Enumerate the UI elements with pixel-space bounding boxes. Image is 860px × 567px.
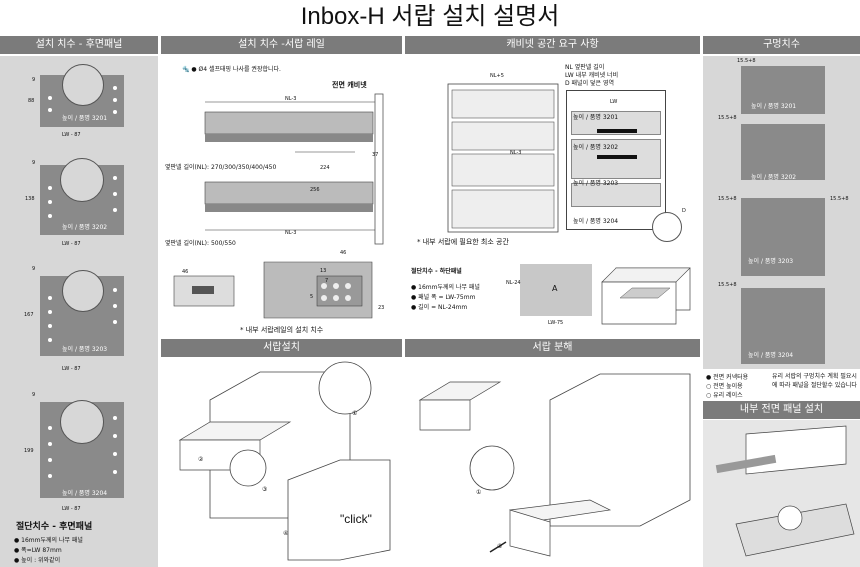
cabinet-label-2: 높이 / 품명 3202 [573,144,619,151]
cabinet-dim-nl: NL-3 [510,150,522,156]
install-step-2: ② [198,456,204,463]
holes-card-3 [741,198,825,276]
card-offset: 9 [32,160,36,166]
rail-dim-7: 7 [325,278,329,284]
holes-dim-3b: 15.5+8 [830,196,849,202]
card-offset: 9 [32,77,36,83]
cabinet-caption: * 내부 서랍에 필요한 최소 공간 [417,238,509,246]
holes-dim-4: 15.5+8 [718,282,737,288]
cabinet-front-diagram [447,83,559,233]
rail-dim-46b: 46 [182,269,189,275]
front-cabinet-label: 전면 캐비넷 [332,81,367,89]
card-width: LW - 87 [62,241,81,247]
bottom-panel-item-3: ● 길이 = NL-24mm [411,304,468,311]
header-back-panel: 설치 치수 - 후면패널 [0,36,158,54]
bottom-panel-title: 절단치수 - 하단패널 [411,268,462,275]
header-cabinet: 캐비넷 공간 요구 사항 [405,36,700,54]
rail-dim-nl: NL-3 [285,96,297,102]
holes-card-1 [741,66,825,114]
install-step-1: ① [352,410,358,417]
cabinet-detail-circle [652,212,682,242]
card-width: LW - 87 [62,506,81,512]
rail-dim-23: 23 [378,305,385,311]
drawer-remove-diagram [418,373,691,557]
back-panel-item-1: ● 16mm두께의 나무 패널 [14,537,83,544]
holes-label-3: 높이 / 품명 3203 [748,258,794,265]
page-title: Inbox-H 서랍 설치 설명서 [300,3,560,30]
back-panel-item-2: ● 폭=LW 87mm [14,547,62,554]
header-rail: 설치 치수 -서랍 레일 [161,36,402,54]
holes-label-4: 높이 / 품명 3204 [748,352,794,359]
holes-legend-2: ○ 전면 높이용 [706,383,743,390]
card-label: 높이 / 품명 3202 [62,224,108,231]
rail-dim-nl-2: NL-3 [285,230,297,236]
cabinet-legend-1: NL 옆판넬 길이 [565,64,605,71]
rail-detail-diagram [173,261,373,319]
header-inner-front: 내부 전면 패널 설치 [703,401,860,419]
rail-nl-label-2: 옆판넬 길이(NL): 500/550 [165,240,236,247]
header-holes: 구멍치수 [703,36,860,54]
card-offset: 9 [32,266,36,272]
cabinet-dim-lw75: LW-75 [548,320,564,326]
holes-card-2 [741,124,825,180]
rail-dim-37: 37 [372,152,379,158]
cabinet-side-diagram [566,90,666,230]
bottom-panel-item-2: ● 패널 폭 = LW-75mm [411,294,476,301]
rail-dim-5: 5 [310,294,314,300]
install-step-4: ④ [283,530,289,537]
inner-front-diagram [715,425,855,557]
holes-legend-1: ● 전면 커넥터용 [706,374,749,381]
drawer-iso-diagram [601,267,691,325]
header-drawer-remove: 서랍 분해 [405,339,700,357]
rail-dim-224: 224 [320,165,330,171]
card-label: 높이 / 품명 3204 [62,490,108,497]
holes-legend-3: ○ 유리 레이스 [706,392,743,399]
cabinet-dim-nl5: NL+5 [490,73,504,79]
holes-card-4 [741,288,825,364]
bottom-panel-a: A [520,264,592,316]
card-width: LW - 87 [62,366,81,372]
rail-caption: * 내부 서랍레일의 설치 치수 [240,326,324,334]
screw-note: 🔩 ● Ø4 셀프태핑 나사를 권장합니다. [182,66,281,73]
rail-dim-256: 256 [310,187,320,193]
cabinet-legend-2: LW 내부 캐비넷 너비 [565,72,619,79]
card-height: 167 [24,312,34,318]
click-label: "click" [340,512,372,526]
holes-dim-3: 15.5+8 [718,196,737,202]
rail-nl-label-1: 옆판넬 길이(NL): 270/300/350/400/450 [165,164,277,171]
card-width: LW - 87 [62,132,81,138]
back-panel-footer-title: 절단치수 - 후면패널 [16,522,93,532]
rail-dim-46: 46 [340,250,347,256]
card-height: 199 [24,448,34,454]
back-panel-item-3: ● 높이 : 위와같이 [14,557,61,564]
cabinet-dim-lw: LW [610,99,618,105]
card-height: 88 [28,98,35,104]
drawer-install-diagram [178,361,391,561]
rail-diagram [204,93,384,245]
cabinet-legend-3: D 패널이 덮은 영역 [565,80,614,87]
holes-dim-1: 15.5+8 [737,58,756,64]
card-offset: 9 [32,392,36,398]
rail-dim-13: 13 [320,268,327,274]
card-label: 높이 / 품명 3203 [62,346,108,353]
cabinet-dim-nl24: NL-24 [506,280,521,286]
cabinet-dim-d: D [682,208,686,214]
bottom-panel-a-label: A [552,284,558,293]
cabinet-label-3: 높이 / 품명 3203 [573,180,619,187]
card-label: 높이 / 품명 3201 [62,115,108,122]
cabinet-label-1: 높이 / 품명 3201 [573,114,619,121]
holes-dim-2: 15.5+8 [718,115,737,121]
card-height: 138 [25,196,35,202]
holes-note: 유리 서랍의 구멍치수 계획 필요시에 따라 패널을 절단할수 있습니다 [772,373,857,389]
install-step-3: ③ [262,486,268,493]
header-drawer-install: 서랍설치 [161,339,402,357]
cabinet-label-4: 높이 / 품명 3204 [573,218,619,225]
holes-label-2: 높이 / 품명 3202 [751,174,797,181]
holes-label-1: 높이 / 품명 3201 [751,103,797,110]
bottom-panel-item-1: ● 16mm두께의 나무 패널 [411,284,480,291]
remove-step-1: ① [476,489,482,496]
remove-step-2: ② [497,543,503,550]
